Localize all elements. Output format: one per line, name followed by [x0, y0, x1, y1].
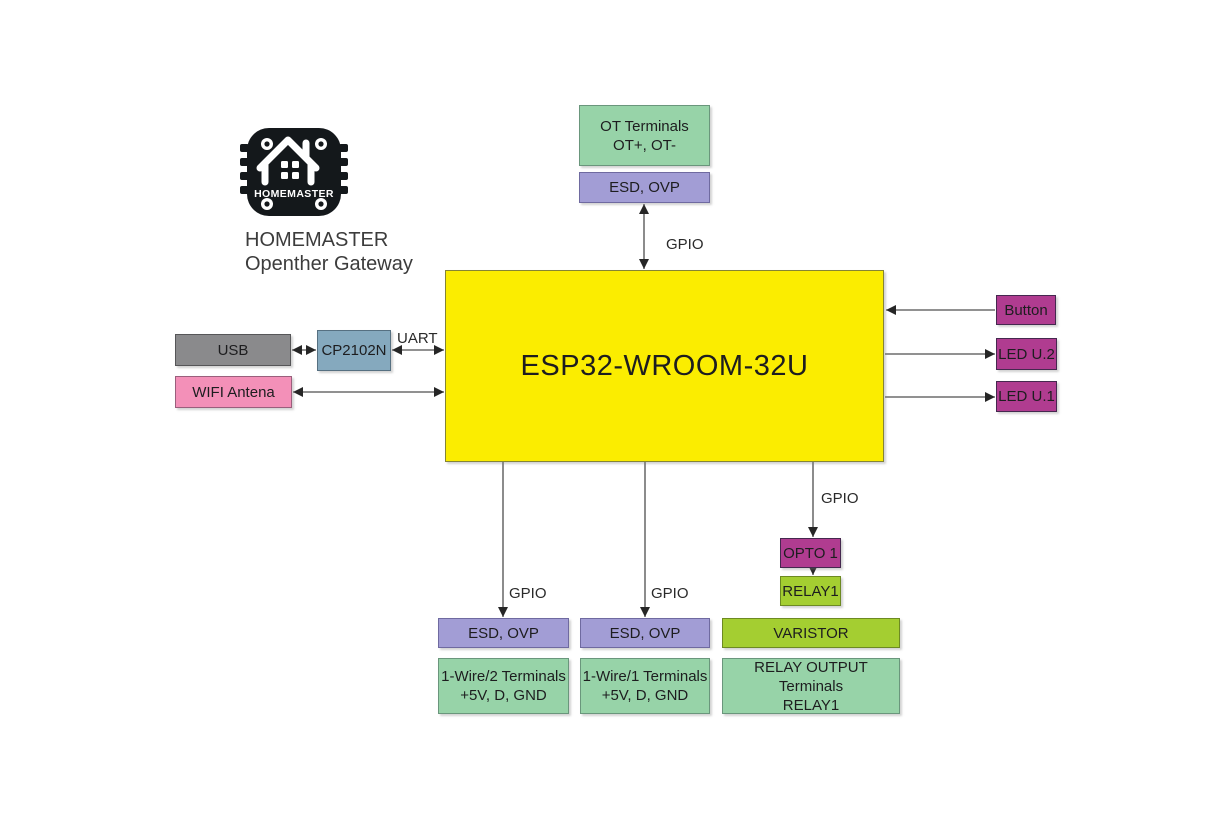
button-label: Button: [1004, 301, 1048, 319]
house-icon: [256, 136, 320, 186]
onewire2-line1: 1-Wire/2 Terminals: [441, 668, 566, 685]
relay1-label: RELAY1: [782, 582, 839, 600]
logo-caption-line2: Openther Gateway: [245, 253, 413, 275]
esd-ovp-onewire2-label: ESD, OVP: [468, 624, 539, 642]
wifi-antena-label: WIFI Antena: [192, 383, 275, 401]
onewire2-line2: +5V, D, GND: [460, 687, 547, 704]
usb-label: USB: [217, 341, 249, 359]
block-esd-ovp-onewire1: ESD, OVP: [580, 618, 710, 648]
onewire1-line2: +5V, D, GND: [601, 687, 689, 704]
onewire1-line1: 1-Wire/1 Terminals: [582, 668, 708, 685]
logo-caption: HOMEMASTER Openther Gateway: [245, 228, 413, 276]
esd-ovp-onewire1-label: ESD, OVP: [609, 624, 681, 642]
homemaster-logo-icon: HOMEMASTER: [240, 128, 348, 216]
opto1-label: OPTO 1: [783, 544, 838, 562]
block-relay1: RELAY1: [780, 576, 841, 606]
relay-output-line1: RELAY OUTPUT Terminals: [754, 658, 868, 695]
block-onewire2-terminals: 1-Wire/2 Terminals +5V, D, GND: [438, 658, 569, 714]
varistor-label: VARISTOR: [773, 624, 849, 642]
logo-caption-line1: HOMEMASTER: [245, 229, 389, 251]
gpio-ot-wire-label: GPIO: [666, 236, 704, 253]
block-button: Button: [996, 295, 1056, 325]
esp32-label: ESP32-WROOM-32U: [520, 349, 809, 382]
block-esd-ovp-top: ESD, OVP: [579, 172, 710, 203]
gpio-onewire2-wire-label: GPIO: [509, 585, 547, 602]
block-varistor: VARISTOR: [722, 618, 900, 648]
relay-output-line2: RELAY1: [782, 696, 840, 714]
block-led-u2: LED U.2: [996, 338, 1057, 370]
gpio-onewire1-wire-label: GPIO: [651, 585, 689, 602]
logo-chip-text: HOMEMASTER: [254, 188, 334, 200]
cp2102n-label: CP2102N: [321, 342, 387, 359]
led-u1-label: LED U.1: [998, 388, 1055, 405]
block-led-u1: LED U.1: [996, 381, 1057, 412]
block-opto1: OPTO 1: [780, 538, 841, 568]
block-relay-output-terminals: RELAY OUTPUT Terminals RELAY1: [722, 658, 900, 714]
block-wifi-antena: WIFI Antena: [175, 376, 292, 408]
uart-wire-label: UART: [397, 330, 438, 347]
esd-ovp-top-label: ESD, OVP: [609, 179, 680, 196]
ot-terminals-line1: OT Terminals: [600, 117, 689, 135]
block-onewire1-terminals: 1-Wire/1 Terminals +5V, D, GND: [580, 658, 710, 714]
block-usb: USB: [175, 334, 291, 366]
gpio-relay-wire-label: GPIO: [821, 490, 859, 507]
block-esp32: ESP32-WROOM-32U: [445, 270, 884, 462]
block-ot-terminals: OT Terminals OT+, OT-: [579, 105, 710, 166]
ot-terminals-line2: OT+, OT-: [613, 136, 676, 154]
block-esd-ovp-onewire2: ESD, OVP: [438, 618, 569, 648]
block-cp2102n: CP2102N: [317, 330, 391, 371]
led-u2-label: LED U.2: [998, 345, 1055, 363]
